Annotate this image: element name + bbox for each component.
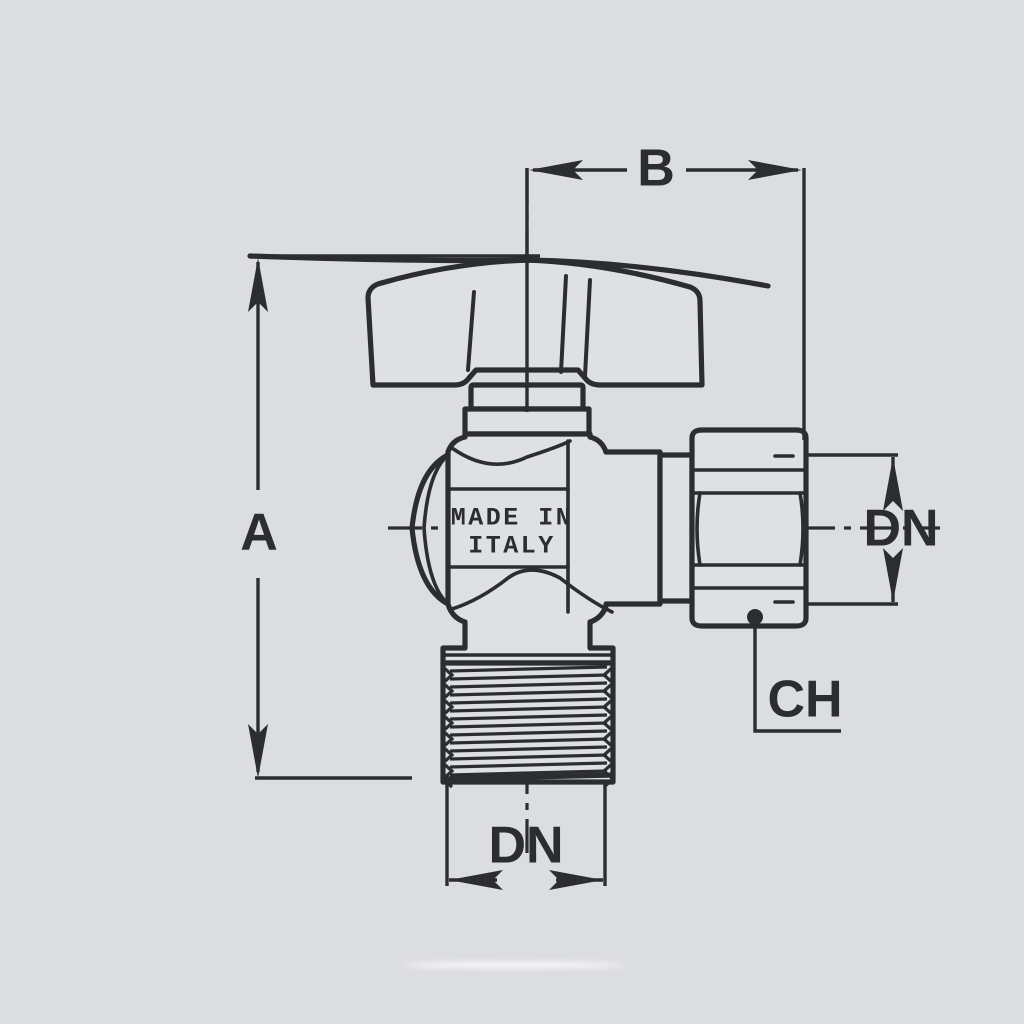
handle-lever <box>247 253 771 388</box>
dimension-DN-right-label: DN <box>863 500 938 558</box>
dimension-A: A <box>240 254 540 780</box>
stem-collar-lower <box>462 406 592 437</box>
hex-nut <box>689 427 809 629</box>
dimension-A-arrow-up <box>248 258 268 312</box>
dimension-DN-bottom-label: DN <box>488 817 563 875</box>
outlet-spigot <box>657 452 695 604</box>
dimension-CH-leader-line <box>753 617 841 733</box>
handle-rib-right <box>583 278 592 378</box>
dimension-CH: CH <box>747 609 843 733</box>
thread-profile <box>440 665 616 789</box>
scan-gloss-artifact <box>403 962 623 968</box>
dimension-B-arrow-left <box>529 160 583 180</box>
cast-text-line-1: MADE IN <box>451 504 574 533</box>
dimension-B-label: B <box>637 140 675 198</box>
dimension-B-arrow-right <box>748 160 802 180</box>
hex-nut-chamfer-right <box>798 491 805 567</box>
thread-end-chamfer <box>440 772 616 782</box>
dimension-DN-right-arrow-up <box>883 457 903 511</box>
cast-text-line-2: ITALY <box>468 532 556 561</box>
valve-body <box>409 431 695 666</box>
dimension-DN-right-arrow-down <box>883 548 903 602</box>
dimension-DN-bottom-arrow-left <box>449 870 503 890</box>
dimension-B: B <box>525 140 806 440</box>
dimension-DN-right: DN <box>804 453 939 606</box>
handle-rib-center <box>559 274 568 374</box>
cast-marking: MADE IN ITALY <box>451 504 574 561</box>
male-thread <box>440 660 616 789</box>
dimension-CH-label: CH <box>767 671 842 729</box>
dimension-A-label: A <box>240 504 278 562</box>
hex-nut-chamfer-left <box>695 491 702 567</box>
handle-rib-left <box>466 290 476 372</box>
dimension-DN-bottom: DN <box>445 784 607 890</box>
dimension-A-arrow-down <box>248 724 268 778</box>
dimension-DN-bottom-arrow-right <box>549 870 603 890</box>
